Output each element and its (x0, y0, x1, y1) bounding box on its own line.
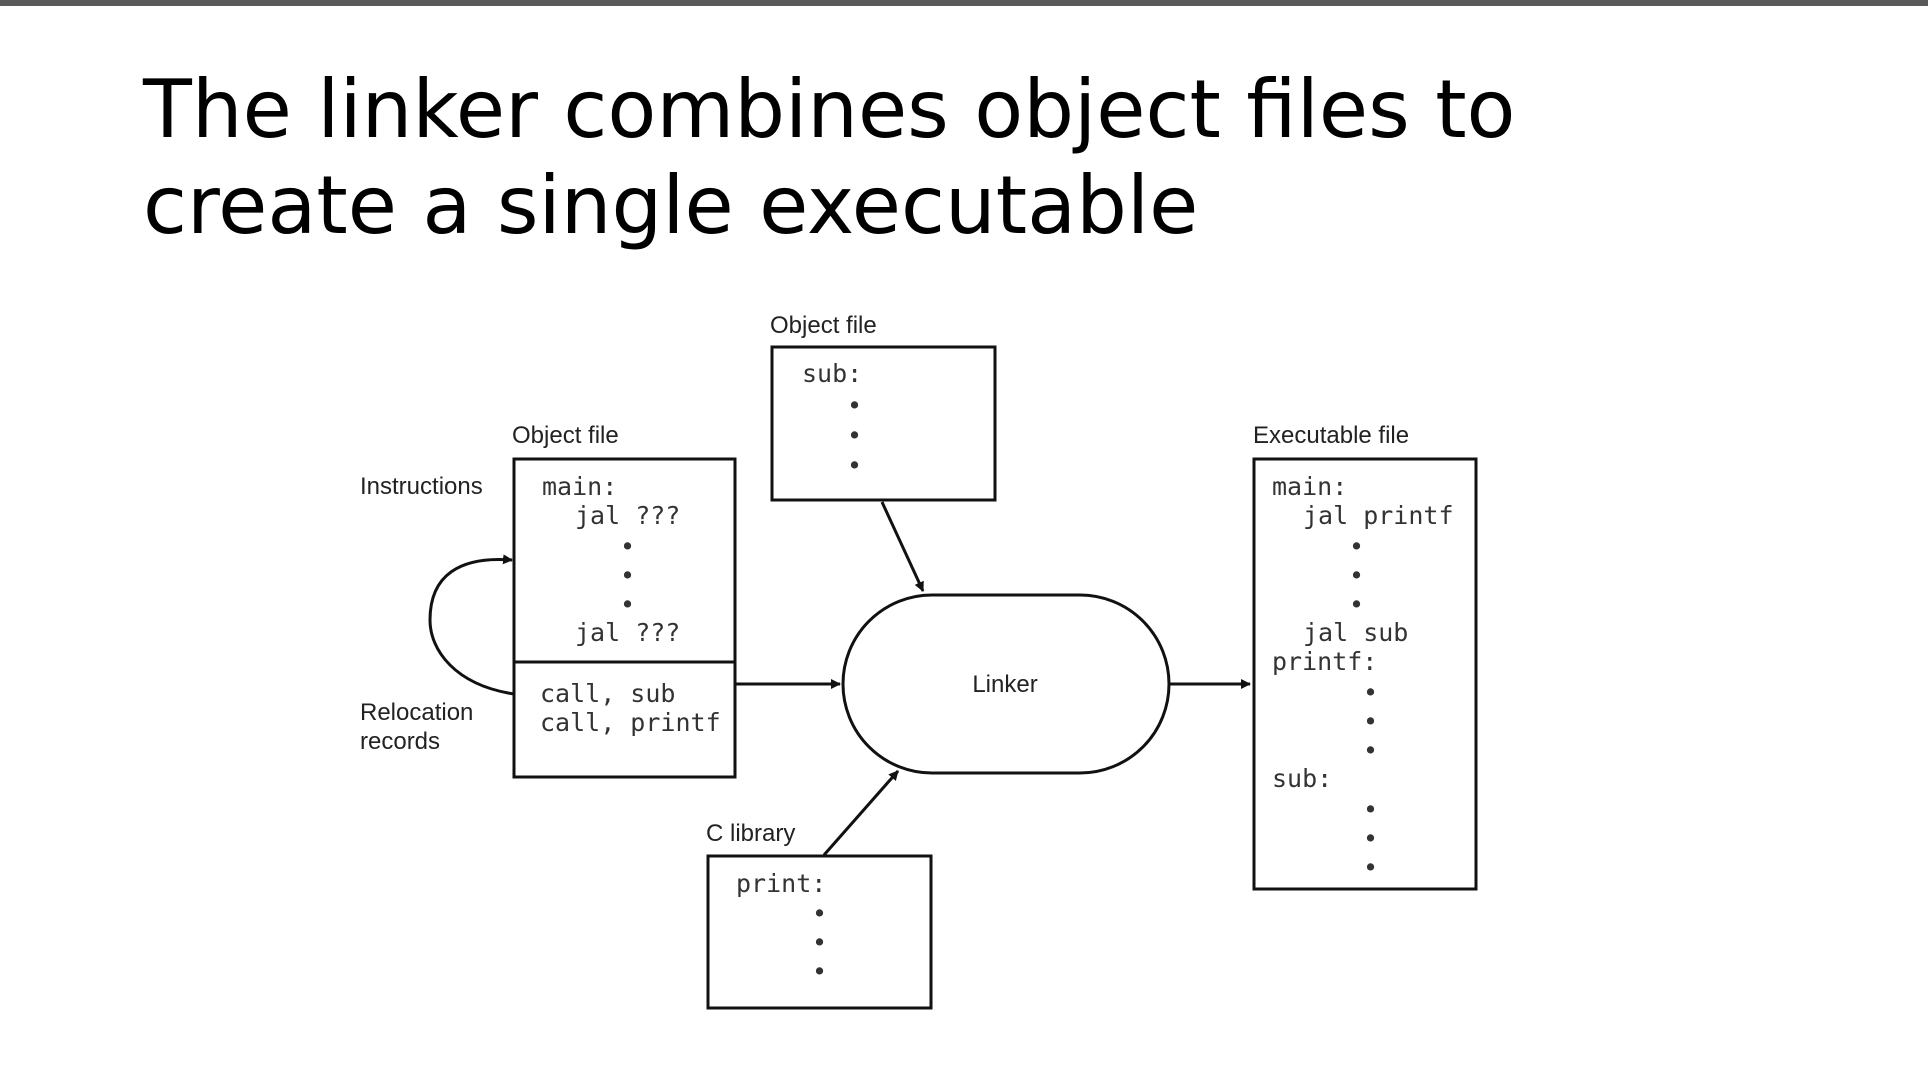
ellipsis-dot: • (847, 391, 862, 420)
object-file-sub-box (770, 345, 997, 502)
title-line-2: create a single executable (143, 159, 1199, 252)
slide-title: The linker combines object files to crea… (143, 62, 1743, 254)
ellipsis-dot: • (847, 451, 862, 480)
object-file-main-dots: • • • (620, 532, 635, 619)
ellipsis-dot: • (1363, 707, 1378, 736)
ellipsis-dot: • (1349, 590, 1364, 619)
ellipsis-dot: • (1363, 736, 1378, 765)
top-border-bar (0, 0, 1928, 6)
relocation-curved-arrow (428, 554, 515, 696)
ellipsis-dot: • (620, 532, 635, 561)
relocation-record-line: call, printf (540, 708, 721, 737)
executable-line: jal sub (1303, 618, 1408, 647)
executable-dots-2: • • • (1363, 678, 1378, 765)
executable-dots-1: • • • (1349, 532, 1364, 619)
ellipsis-dot: • (1363, 853, 1378, 882)
linker-label: Linker (972, 671, 1037, 698)
ellipsis-dot: • (1349, 532, 1364, 561)
c-library-box (706, 854, 933, 1010)
object-file-main-line: main: (542, 472, 617, 501)
title-line-1: The linker combines object files to (143, 63, 1516, 156)
relocation-record-line: call, sub (540, 679, 675, 708)
ellipsis-dot: • (620, 561, 635, 590)
ellipsis-dot: • (847, 421, 862, 450)
ellipsis-dot: • (1363, 678, 1378, 707)
c-library-label: C library (706, 820, 795, 847)
executable-line: sub: (1272, 764, 1332, 793)
object-file-main-box (512, 457, 737, 779)
ellipsis-dot: • (620, 590, 635, 619)
executable-line: printf: (1272, 647, 1377, 676)
ellipsis-dot: • (1363, 824, 1378, 853)
ellipsis-dot: • (1363, 795, 1378, 824)
object-file-sub-dots: • • • (847, 391, 862, 480)
sub-to-linker-arrow (880, 501, 925, 592)
ellipsis-dot: • (1349, 561, 1364, 590)
object-file-sub-label: Object file (770, 312, 877, 339)
object-file-main-line: jal ??? (575, 501, 680, 530)
ellipsis-dot: • (812, 928, 827, 957)
executable-file-label: Executable file (1253, 422, 1409, 449)
relocation-label-line-2: records (360, 728, 440, 755)
ellipsis-dot: • (812, 899, 827, 928)
c-library-line: print: (736, 869, 826, 898)
object-file-sub-line: sub: (802, 359, 862, 388)
library-to-linker-arrow (822, 770, 900, 856)
instructions-label: Instructions (360, 473, 483, 500)
object-file-main-line: jal ??? (575, 618, 680, 647)
object-file-main-label: Object file (512, 422, 619, 449)
executable-file-box (1252, 457, 1478, 891)
executable-line: main: (1272, 472, 1347, 501)
ellipsis-dot: • (812, 957, 827, 986)
executable-dots-3: • • • (1363, 795, 1378, 882)
executable-line: jal printf (1303, 501, 1454, 530)
c-library-dots: • • • (812, 899, 827, 986)
relocation-label-line-1: Relocation (360, 699, 473, 726)
